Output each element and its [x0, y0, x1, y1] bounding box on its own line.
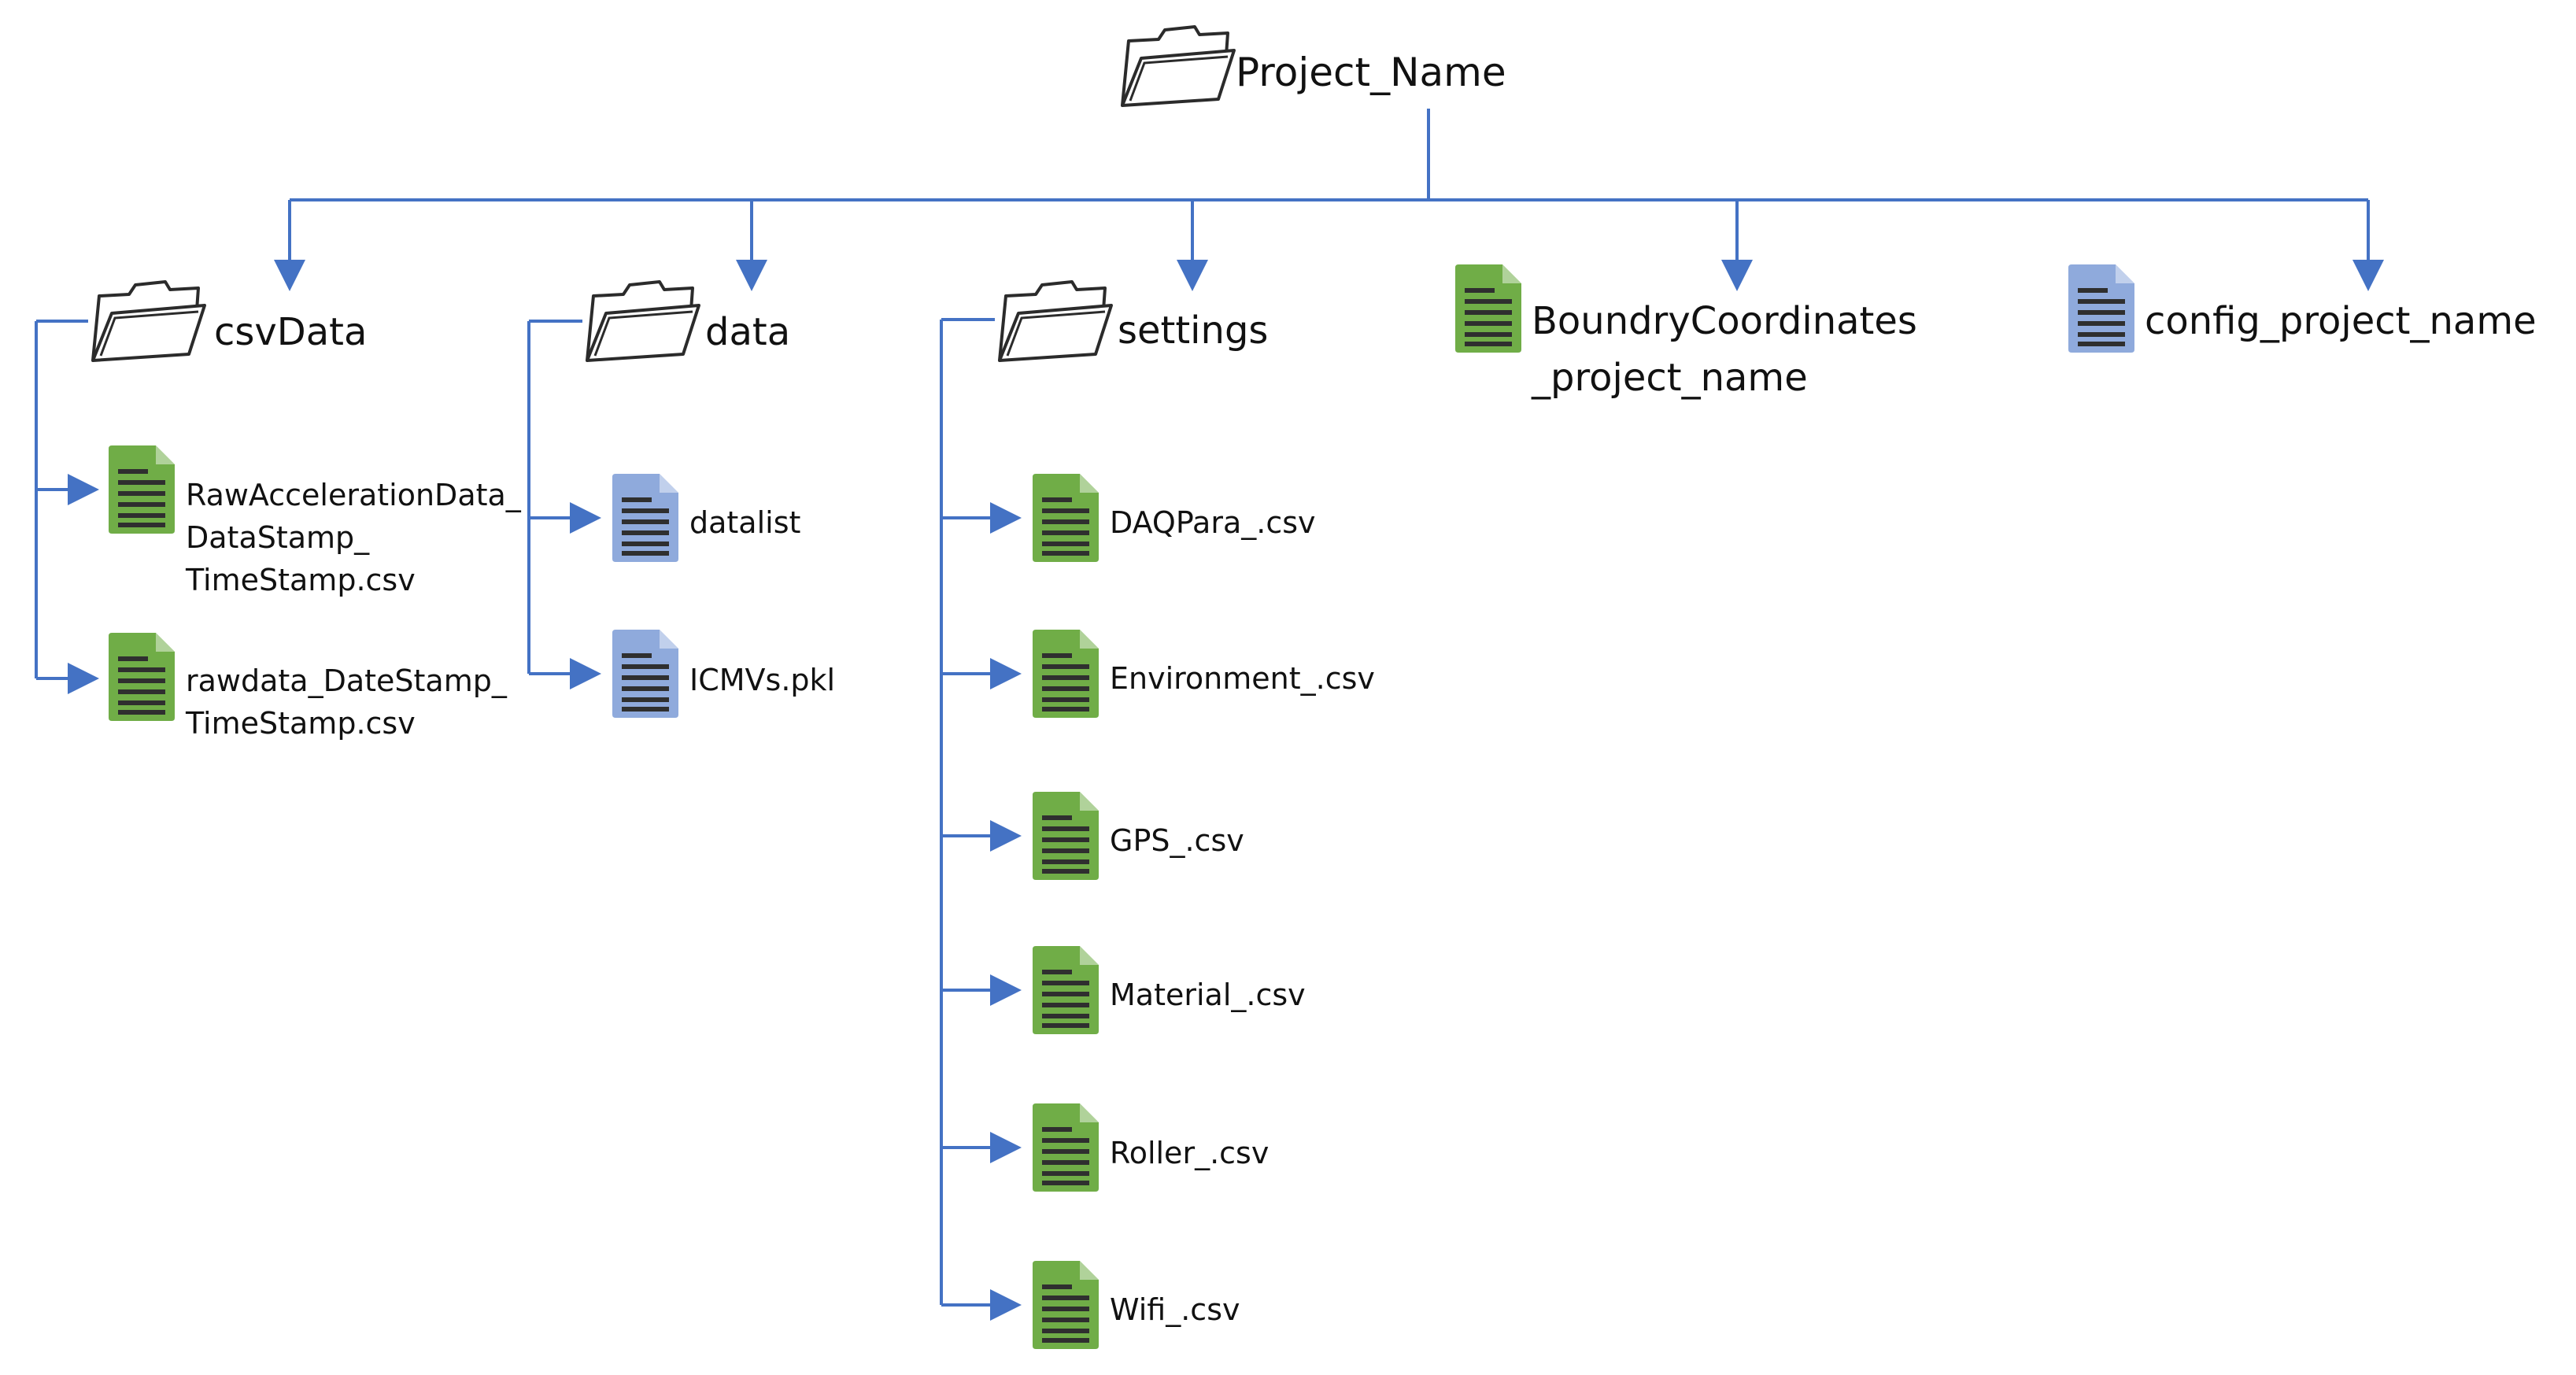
file-icon-config-project-name: [2068, 264, 2134, 353]
folder-icon-csvdata: [91, 280, 206, 362]
file-icon-boundry-coordinates: [1455, 264, 1521, 353]
file-icon-icmvs: [612, 630, 678, 718]
file-label-config-project-name: config_project_name: [2145, 299, 2537, 343]
file-label-icmvs: ICMVs.pkl: [689, 663, 836, 697]
file-label-raw-acceleration-data: RawAccelerationData_ DataStamp_ TimeStam…: [186, 478, 521, 597]
file-icon-datalist: [612, 474, 678, 562]
file-icon-roller: [1033, 1103, 1099, 1192]
file-label-material: Material_.csv: [1110, 978, 1306, 1012]
file-icon-environment: [1033, 630, 1099, 718]
file-label-boundry-coordinates: BoundryCoordinates _project_name: [1532, 299, 1917, 400]
file-icon-gps: [1033, 792, 1099, 880]
file-label-datalist: datalist: [689, 505, 801, 540]
folder-icon-data: [586, 280, 700, 362]
folder-label-data: data: [705, 310, 791, 354]
file-icon-daqpara: [1033, 474, 1099, 562]
file-label-daqpara: DAQPara_.csv: [1110, 505, 1316, 540]
root-folder-icon: [1121, 25, 1236, 107]
file-icon-raw-acceleration-data: [109, 445, 175, 534]
file-icon-wifi: [1033, 1261, 1099, 1349]
file-label-rawdata-datestamp: rawdata_DateStamp_ TimeStamp.csv: [186, 663, 507, 741]
file-icon-rawdata-datestamp: [109, 633, 175, 721]
file-label-roller: Roller_.csv: [1110, 1136, 1270, 1170]
folder-icon-settings: [998, 280, 1113, 362]
file-icon-material: [1033, 946, 1099, 1034]
root-folder-label: Project_Name: [1236, 50, 1506, 95]
file-label-environment: Environment_.csv: [1110, 661, 1375, 696]
folder-label-csvdata: csvData: [214, 310, 368, 354]
file-label-gps: GPS_.csv: [1110, 823, 1244, 858]
file-label-wifi: Wifi_.csv: [1110, 1292, 1240, 1327]
folder-label-settings: settings: [1118, 309, 1269, 353]
